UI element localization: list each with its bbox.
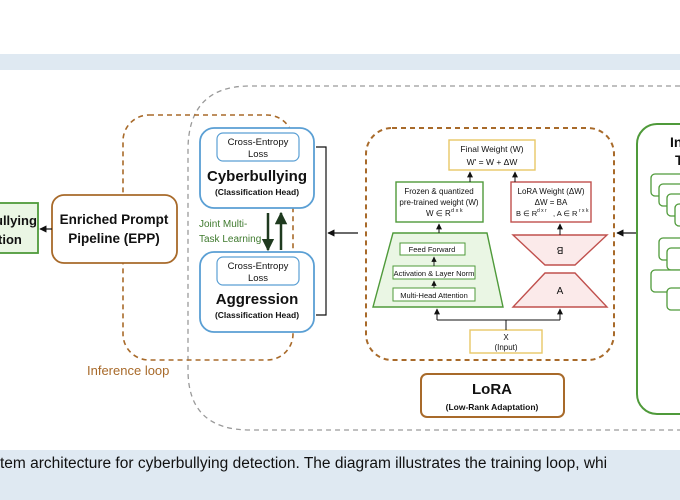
input-stack-card — [666, 287, 680, 311]
lora-weight-line2: ΔW = BA — [535, 198, 568, 207]
input-x-line1: X — [503, 333, 509, 342]
inference-loop-boundary — [122, 114, 294, 361]
final-weight-line1: Final Weight (W) — [460, 144, 523, 154]
joint-label-line2: Task Learning — [199, 234, 261, 245]
input-stack-card — [666, 247, 680, 271]
frozen-weight-sup: d x k — [451, 208, 463, 214]
lora-weight-line3a: B ∈ R — [516, 209, 538, 218]
lora-region — [365, 127, 615, 361]
feed-forward-box — [399, 242, 466, 256]
lora-subtitle: (Low-Rank Adaptation) — [446, 402, 539, 412]
lora-weight-line3b: , A ∈ R — [553, 209, 578, 218]
joint-label-line1: Joint Multi- — [199, 219, 247, 230]
cyberbullying-loss-box — [216, 132, 300, 162]
output-box — [0, 202, 39, 254]
training-region — [187, 85, 680, 431]
aggression-title: Aggression — [216, 291, 299, 308]
epp-box — [51, 194, 178, 264]
input-panel-title-line1: In — [670, 134, 680, 150]
architecture-diagram: Inference loop ullying tion Enriched Pro… — [0, 85, 680, 431]
cyberbullying-loss-line1: Cross-Entropy — [228, 137, 289, 148]
output-label-line2: tion — [0, 232, 22, 247]
feed-forward-label: Feed Forward — [409, 245, 456, 254]
caption-band — [0, 450, 680, 500]
frozen-weight-box — [395, 181, 484, 223]
epp-label-line1: Enriched Prompt — [60, 212, 169, 227]
cyberbullying-loss-line2: Loss — [248, 149, 268, 160]
lora-b-matrix — [511, 234, 609, 266]
input-split-lines — [437, 319, 560, 330]
heads-bracket — [316, 146, 327, 316]
lora-weight-box — [510, 181, 592, 223]
frozen-weight-line1: Frozen & quantized — [404, 187, 473, 196]
figure-caption: tem architecture for cyberbullying detec… — [0, 455, 608, 472]
frozen-weight-line3: W ∈ R — [426, 209, 451, 218]
lora-title-box — [420, 373, 565, 418]
aggression-loss-box — [216, 256, 300, 286]
output-label-line1: ullying — [0, 213, 37, 228]
final-weight-box — [448, 139, 536, 171]
inference-loop-label: Inference loop — [87, 363, 169, 378]
multi-head-attention-label: Multi-Head Attention — [400, 291, 468, 300]
aggression-loss-line2: Loss — [248, 273, 268, 284]
frozen-weight-line2: pre-trained weight (W) — [399, 198, 478, 207]
epp-label-line2: Pipeline (EPP) — [68, 231, 160, 246]
aggression-loss-line1: Cross-Entropy — [228, 261, 289, 272]
input-stack-card — [674, 203, 680, 227]
lora-title: LoRA — [472, 381, 512, 398]
activation-layernorm-label: Activation & Layer Norm — [394, 269, 475, 278]
lora-a-matrix — [511, 272, 609, 308]
lora-b-label: B — [556, 244, 563, 255]
lora-weight-sup1: d x r — [537, 208, 547, 214]
cyberbullying-title: Cyberbullying — [207, 168, 307, 185]
top-band — [0, 54, 680, 70]
final-weight-line2: W' = W + ΔW — [467, 157, 518, 167]
aggression-subtitle: (Classification Head) — [215, 310, 299, 320]
lora-a-label: A — [557, 286, 564, 297]
lora-weight-sup2: r x k — [579, 208, 589, 214]
input-panel-title-line2: T — [675, 152, 680, 168]
lora-weight-line1: LoRA Weight (ΔW) — [518, 187, 585, 196]
cyberbullying-subtitle: (Classification Head) — [215, 187, 299, 197]
input-x-line2: (Input) — [494, 343, 517, 352]
